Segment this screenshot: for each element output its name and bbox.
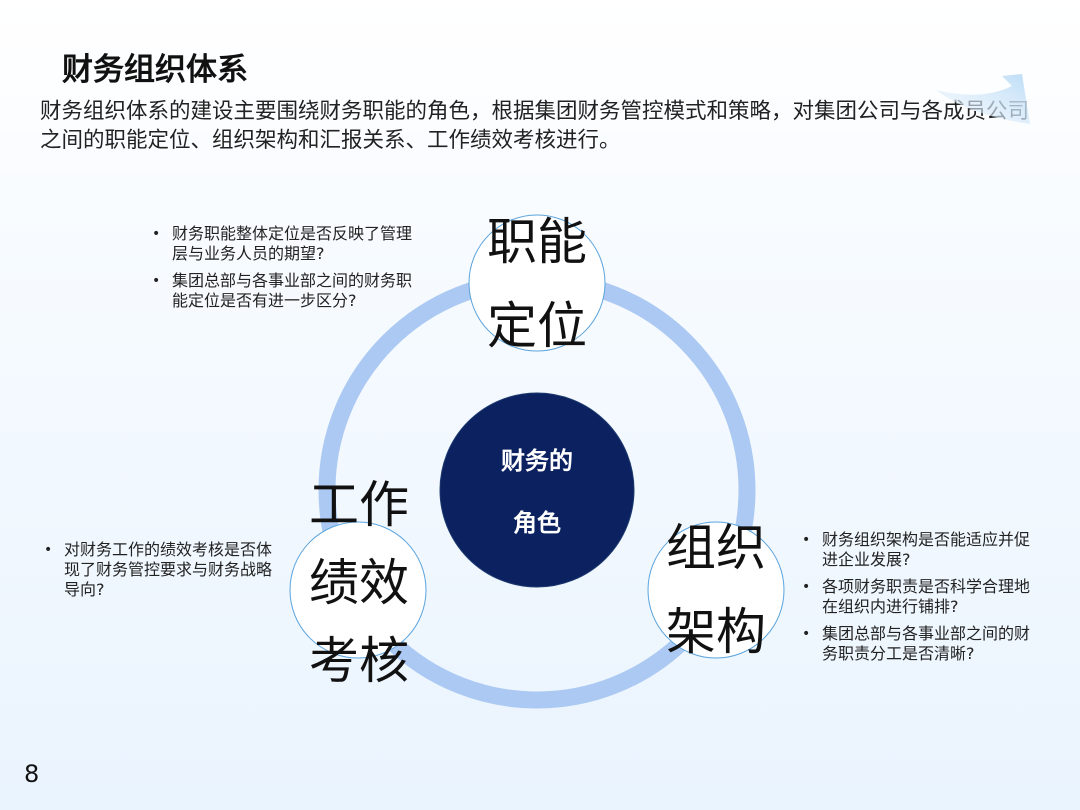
node-performance-appraisal: 工作 绩效 考核 — [294, 466, 424, 700]
center-circle — [439, 392, 635, 588]
node-function-positioning: 职能 定位 — [472, 200, 602, 368]
arrow-decoration-icon — [936, 74, 1030, 124]
bullet-item: 财务组织架构是否能适应并促进企业发展? — [800, 530, 1032, 570]
page-title: 财务组织体系 — [62, 52, 248, 88]
node-label-line: 架构 — [666, 603, 766, 661]
bullets-org-structure: 财务组织架构是否能适应并促进企业发展? 各项财务职责是否科学合理地在组织内进行铺… — [800, 530, 1032, 671]
bullets-performance-appraisal: 对财务工作的绩效考核是否体现了财务管控要求与财务战略导向? — [42, 540, 286, 607]
center-label-line1: 财务的 — [501, 447, 573, 475]
node-label-line: 考核 — [309, 632, 409, 690]
intro-paragraph: 财务组织体系的建设主要围绕财务职能的角色，根据集团财务管控模式和策略，对集团公司… — [40, 99, 1030, 153]
center-label: 财务的 角色 — [440, 430, 634, 554]
node-circle-org — [647, 521, 785, 659]
bullet-item: 集团总部与各事业部之间的财务职能定位是否有进一步区分? — [150, 271, 412, 311]
node-org-structure: 组织 架构 — [651, 506, 781, 674]
page-number: 8 — [24, 760, 40, 788]
node-circle-function — [468, 214, 606, 352]
bullet-item: 各项财务职责是否科学合理地在组织内进行铺排? — [800, 577, 1032, 617]
bullet-item: 对财务工作的绩效考核是否体现了财务管控要求与财务战略导向? — [42, 540, 286, 600]
node-label-line: 工作 — [309, 476, 409, 534]
node-label-line: 职能 — [487, 213, 587, 271]
center-label-line2: 角色 — [513, 509, 561, 537]
bullets-function-positioning: 财务职能整体定位是否反映了管理层与业务人员的期望? 集团总部与各事业部之间的财务… — [150, 224, 412, 318]
bullet-item: 集团总部与各事业部之间的财务职责分工是否清晰? — [800, 624, 1032, 664]
node-label-line: 组织 — [666, 519, 766, 577]
node-label-line: 绩效 — [309, 554, 409, 612]
node-label-line: 定位 — [487, 297, 587, 355]
bullet-item: 财务职能整体定位是否反映了管理层与业务人员的期望? — [150, 224, 412, 264]
node-circle-performance — [289, 521, 427, 659]
